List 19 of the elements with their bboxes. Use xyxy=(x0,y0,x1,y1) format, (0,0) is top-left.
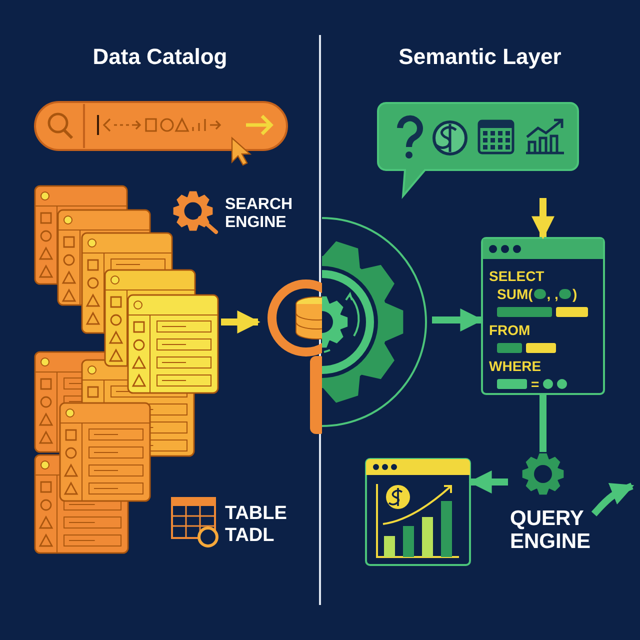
code-keyword: , , xyxy=(546,286,558,302)
code-keyword: WHERE xyxy=(489,358,542,374)
icon-caption: TABLE TADL xyxy=(225,503,288,547)
panel-heading: Semantic Layer xyxy=(398,44,562,70)
arrow xyxy=(432,308,484,332)
code-window xyxy=(481,237,605,395)
code-keyword: SUM( xyxy=(497,286,533,302)
engine-label: QUERY ENGINE xyxy=(510,508,592,554)
code-keyword: FROM xyxy=(489,322,530,338)
code-keyword: SELECT xyxy=(489,268,544,284)
code-keyword: ) xyxy=(572,286,578,302)
code-keyword: = xyxy=(531,376,540,392)
arrow xyxy=(531,198,555,240)
arrow xyxy=(591,482,634,516)
connector-line xyxy=(540,395,546,452)
arrow xyxy=(468,470,508,494)
panel-heading: Data Catalog xyxy=(92,44,228,70)
arrow xyxy=(221,310,260,334)
icon-caption: SEARCH ENGINE xyxy=(225,196,294,233)
